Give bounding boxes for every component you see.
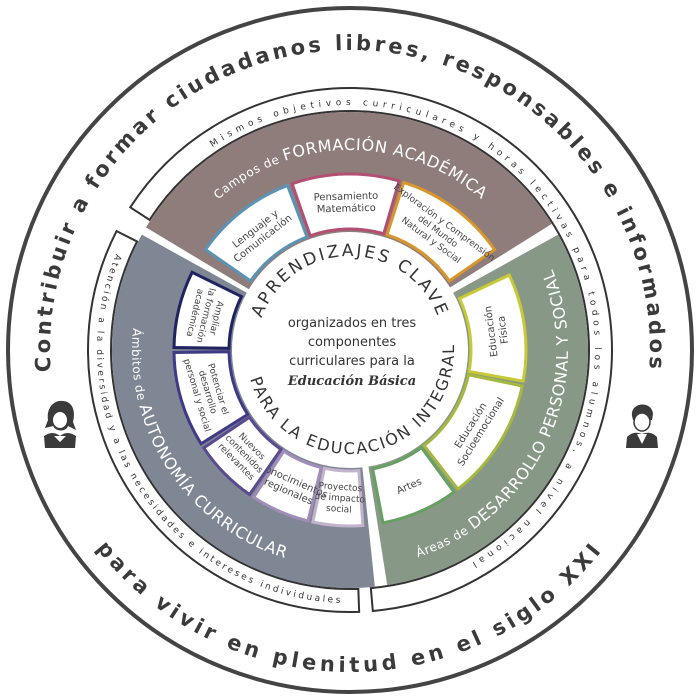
- core-description: organizados en tres componentes curricul…: [287, 316, 417, 389]
- component-box: [203, 183, 309, 284]
- core-description-line: componentes: [308, 335, 397, 350]
- component-box: [251, 449, 323, 523]
- component-box: [370, 445, 457, 525]
- core-description-line: organizados en tres: [288, 316, 417, 331]
- component-box: [385, 180, 497, 284]
- component-box: [311, 466, 365, 528]
- component-box: [457, 273, 528, 383]
- student-boy-icon: [626, 404, 658, 448]
- core-description-emphasis: Educación Básica: [287, 374, 416, 389]
- component-box-label-line: Matemático: [317, 202, 376, 216]
- component-box: [422, 372, 525, 492]
- component-box-label: Proyectosde impactosocial: [313, 481, 366, 516]
- component-boxes: Lenguaje yComunicaciónPensamientoMatemát…: [172, 172, 528, 528]
- core-circle: [233, 233, 467, 467]
- shared-objectives-ring: [128, 87, 613, 613]
- component-box-label-line: de impacto: [314, 492, 366, 506]
- component-box: [172, 350, 250, 446]
- component-box: [201, 415, 284, 497]
- component-box-label-line: Pensamiento: [314, 191, 379, 204]
- component-box-label: PensamientoMatemático: [314, 191, 379, 216]
- core-description-line: curriculares para la: [289, 354, 415, 369]
- component-box-label-line: social: [326, 504, 352, 516]
- component-box-label-line: Proyectos: [318, 481, 363, 494]
- component-box: [290, 172, 401, 238]
- component-box: [172, 270, 244, 350]
- component-box-label-line: Física: [495, 315, 511, 344]
- student-girl-icon: [44, 400, 76, 448]
- diversity-ring: [87, 229, 361, 613]
